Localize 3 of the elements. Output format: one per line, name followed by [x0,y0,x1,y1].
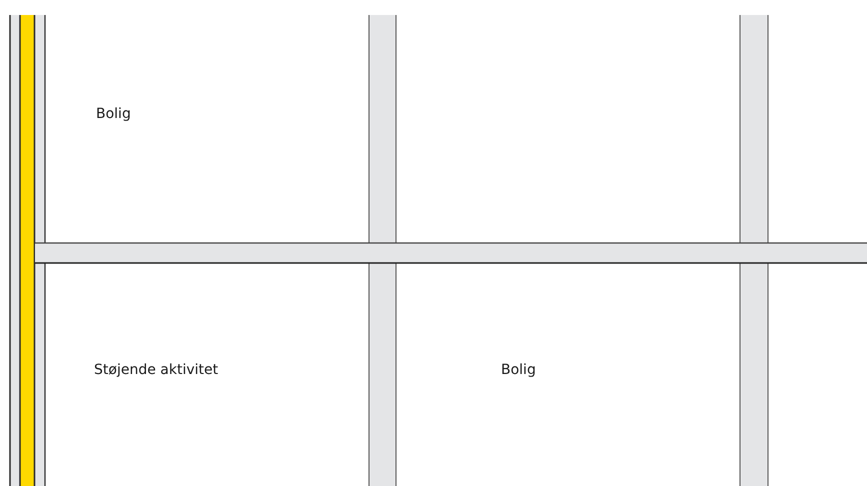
room-label: Støjende aktivitet [94,362,218,378]
room-label: Bolig [501,362,536,378]
room-label: Bolig [96,106,131,122]
